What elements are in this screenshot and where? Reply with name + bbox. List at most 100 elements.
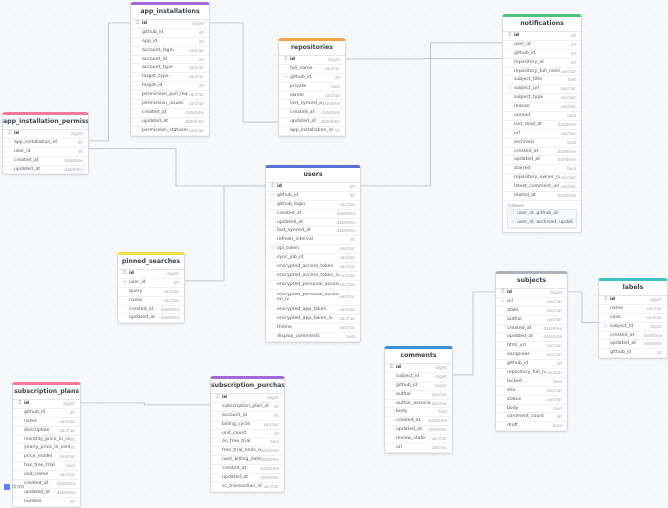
index-row[interactable]: ◇user_id, github_id xyxy=(508,210,576,219)
index-row[interactable]: ◇user_id, archived, updated_at xyxy=(508,219,576,228)
table-app-installation-permissions[interactable]: app_installation_permissions⚿idbigintapp… xyxy=(2,112,89,175)
table-row[interactable]: encrypted_personal_access_tok en_ivvarch… xyxy=(266,290,360,307)
table-row[interactable]: permission_pull_requestsvarchar xyxy=(131,91,209,100)
